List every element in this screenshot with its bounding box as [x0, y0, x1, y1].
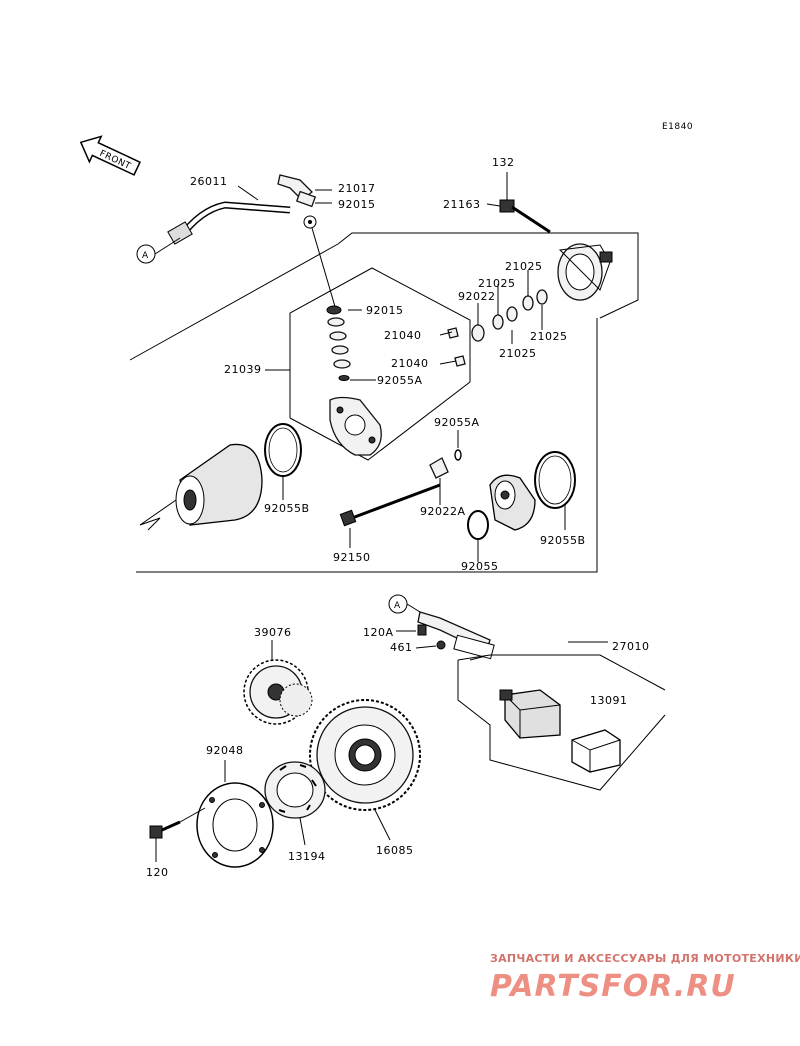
assembly-frame-lines	[129, 232, 639, 573]
label-27010: 27010	[612, 640, 650, 653]
label-92055a-bottom: 92055A	[434, 416, 480, 429]
starter-relay	[499, 689, 561, 739]
label-92015-mid: 92015	[366, 304, 404, 317]
svg-text:A: A	[394, 601, 401, 611]
watermark-logo: PARTSFOR.RU	[490, 969, 736, 1004]
label-92022: 92022	[458, 290, 496, 303]
bolt-120a	[396, 624, 427, 636]
label-21039: 21039	[224, 363, 262, 376]
label-21040-a: 21040	[384, 329, 422, 342]
label-21163: 21163	[443, 198, 481, 211]
idle-gear-39076	[243, 640, 313, 725]
label-13194: 13194	[288, 850, 326, 863]
label-92022a: 92022A	[420, 505, 466, 518]
one-way-clutch-13194	[264, 761, 326, 846]
watermark: ЗАПЧАСТИ И АКСЕССУАРЫ ДЛЯ МОТОТЕХНИКИ PA…	[490, 952, 800, 1004]
plate-92022a	[429, 457, 449, 505]
label-21040-b: 21040	[391, 357, 429, 370]
o-ring-92055b-left	[264, 423, 302, 500]
label-21025-d: 21025	[499, 347, 537, 360]
nut-461	[415, 640, 446, 650]
relay-cover-13091	[571, 729, 621, 773]
label-21025-b: 21025	[478, 277, 516, 290]
label-132: 132	[492, 156, 515, 169]
o-ring-92055a	[454, 430, 462, 461]
label-92055: 92055	[461, 560, 499, 573]
through-bolt-92150	[339, 483, 441, 548]
label-92015-top: 92015	[338, 198, 376, 211]
terminal-cap-21017	[277, 174, 317, 208]
label-92055b-right: 92055B	[540, 534, 586, 547]
label-21025-a: 21025	[505, 260, 543, 273]
o-ring-92055	[467, 510, 489, 562]
front-housing	[489, 474, 536, 531]
callout-labels-top: 26011 21017 92015 132 21163 21025 21025 …	[190, 156, 586, 573]
bolt-120	[149, 807, 206, 862]
label-13091: 13091	[590, 694, 628, 707]
label-26011: 26011	[190, 175, 228, 188]
starter-motor-body	[139, 443, 263, 531]
end-cover-21163	[557, 243, 613, 301]
brush-springs-21040	[447, 327, 466, 367]
label-21017: 21017	[338, 182, 376, 195]
svg-text:A: A	[142, 251, 149, 261]
leader-lines-top	[237, 185, 543, 381]
reference-a-marker-top: A	[136, 237, 181, 264]
label-16085: 16085	[376, 844, 414, 857]
cable-end-27010	[417, 611, 495, 661]
label-461: 461	[390, 641, 413, 654]
bolt-132	[499, 172, 551, 234]
label-21025-c: 21025	[530, 330, 568, 343]
callout-labels-bottom: 120A 461 27010 13091 39076 92048 120 131…	[146, 626, 650, 879]
relay-frame-lines	[457, 641, 666, 791]
o-ring-92055b-right	[534, 451, 576, 530]
label-92055a-top: 92055A	[377, 374, 423, 387]
label-92055b-left: 92055B	[264, 502, 310, 515]
washers-21025	[471, 289, 548, 342]
label-92150: 92150	[333, 551, 371, 564]
label-92048: 92048	[206, 744, 244, 757]
reference-a-marker-bottom: A	[388, 594, 421, 614]
watermark-tagline: ЗАПЧАСТИ И АКСЕССУАРЫ ДЛЯ МОТОТЕХНИКИ	[490, 952, 800, 965]
starter-clutch-gear-16085	[309, 699, 421, 841]
label-120: 120	[146, 866, 169, 879]
diagram-code: E1840	[662, 122, 693, 132]
label-39076: 39076	[254, 626, 292, 639]
front-arrow-icon: FRONT	[79, 135, 141, 176]
brush-holder-21039	[329, 396, 382, 456]
label-120a: 120A	[363, 626, 394, 639]
holder-plate-92048	[196, 760, 274, 868]
starter-cable-26011	[167, 201, 337, 311]
nut-washer-stack	[326, 305, 351, 381]
